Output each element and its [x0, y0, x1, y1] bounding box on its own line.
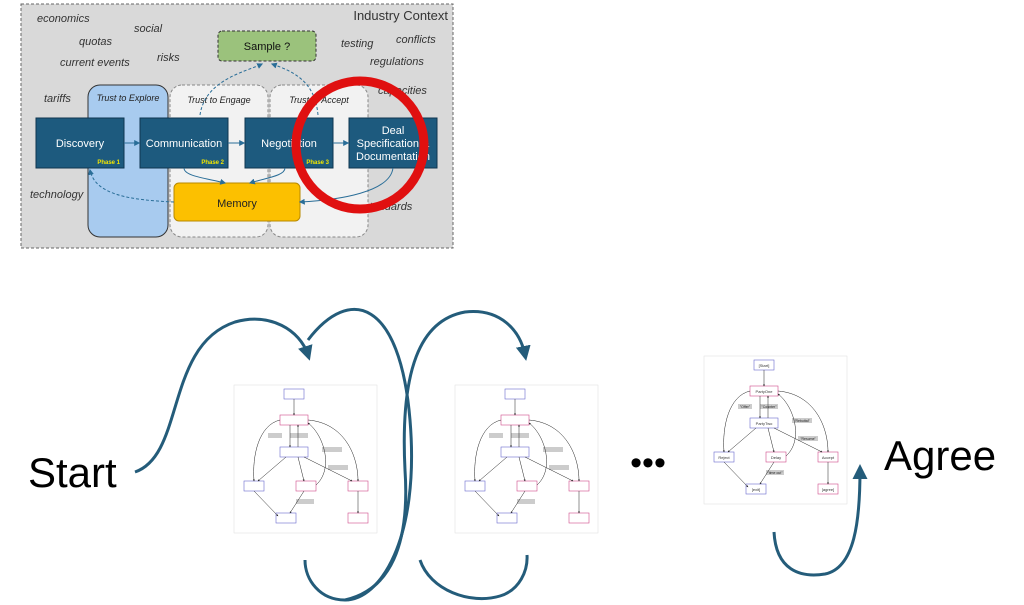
industry-context-title: Industry Context: [353, 8, 448, 23]
deal-label-line2: Specification &: [357, 138, 430, 150]
mini-rebuttal-label: "Rebuttal": [794, 419, 810, 423]
arrow-communication-memory: [183, 167, 227, 185]
mini-offer-label: "Offer": [740, 405, 751, 409]
discovery-label: Discovery: [56, 138, 105, 150]
loop-arrow-start: [134, 317, 313, 474]
deal-label-line1: Deal: [382, 125, 405, 137]
loop-arrow-bottom: [418, 554, 529, 601]
mini-party-one-state: PartyOne: [756, 389, 774, 394]
context-word-economics: economics: [37, 13, 90, 25]
communication-label: Communication: [146, 138, 222, 150]
statechart-thumbnail-3: [Start] PartyOne PartyTwo "Offer" "Count…: [704, 356, 847, 504]
sample-label: Sample ?: [244, 41, 290, 53]
statechart-thumbnail-2: [455, 385, 598, 533]
negotiation-label: Negotiation: [261, 138, 317, 150]
phase-3-label: Phase 3: [306, 160, 329, 166]
discovery-box: [35, 117, 125, 169]
arrow-deal-memory: [298, 167, 394, 205]
highlight-ring: [291, 76, 429, 214]
sample-box: [217, 30, 317, 62]
mini-time-out-label: "time out": [768, 471, 784, 475]
agree-label: Agree: [884, 432, 996, 479]
loop-arrow-first-cycle: [303, 308, 414, 602]
context-word-tariffs: tariffs: [44, 93, 71, 105]
loop-arrow-second-cycle: [344, 310, 531, 602]
mini-resume-label: "Resume": [800, 437, 816, 441]
sample-arrow-left: [199, 63, 264, 116]
trust-to-explore-label: Trust to Explore: [97, 93, 160, 103]
start-label: Start: [28, 449, 117, 496]
context-word-technology: technology: [30, 189, 85, 201]
trust-to-engage-label: Trust to Engage: [187, 95, 250, 105]
mini-exit-state: [exit]: [752, 487, 760, 492]
phase-1-label: Phase 1: [97, 160, 120, 166]
phase-2-label: Phase 2: [201, 160, 224, 166]
context-word-conflicts: conflicts: [396, 34, 436, 46]
deal-label-line3: Documentation: [356, 151, 430, 163]
statechart-thumbnail-1: [234, 385, 377, 533]
context-word-testing: testing: [341, 38, 374, 50]
context-word-social: social: [134, 23, 163, 35]
context-word-quotas: quotas: [79, 36, 113, 48]
mini-reject-state: Reject: [718, 455, 730, 460]
context-word-current-events: current events: [60, 57, 130, 69]
mini-agree-state: [agree]: [822, 487, 834, 492]
mini-counter-label: "Counter": [762, 405, 778, 409]
negotiation-box: [244, 117, 334, 169]
sample-arrow-right: [270, 62, 319, 116]
arrow-memory-discovery: [88, 168, 175, 203]
loop-arrow-agree: [772, 464, 868, 577]
negotiation-loop-diagram: Start ••• Agree [Start] PartyOne PartyTw…: [28, 308, 996, 602]
arrow-negotiation-memory: [248, 167, 286, 185]
industry-context-diagram: Industry Context economics social quotas…: [20, 3, 454, 249]
ellipsis-label: •••: [630, 444, 666, 482]
mini-party-two-state: PartyTwo: [756, 421, 773, 426]
mini-accept-state: Accept: [822, 455, 835, 460]
context-word-risks: risks: [157, 52, 180, 64]
memory-label: Memory: [217, 198, 257, 210]
mini-delay-state: Delay: [771, 455, 781, 460]
mini-start-state: [Start]: [759, 363, 770, 368]
context-word-regulations: regulations: [370, 56, 424, 68]
